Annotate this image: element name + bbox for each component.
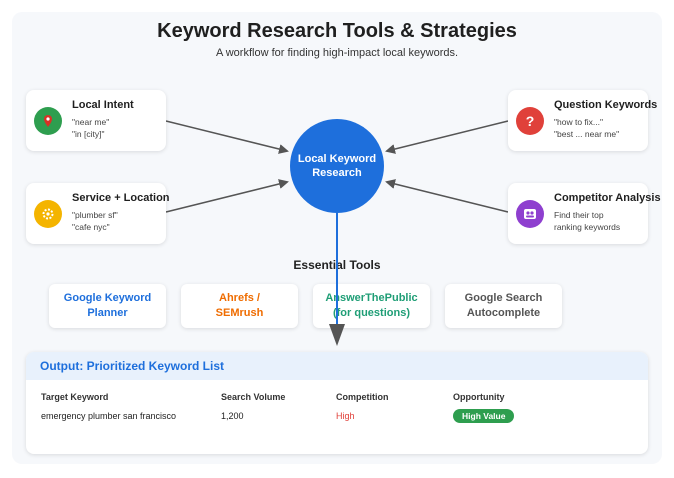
- users-icon: [516, 200, 544, 228]
- tool-label: Google Keyword: [63, 292, 152, 305]
- card-line: Find their top: [554, 210, 604, 220]
- column-header: Opportunity: [453, 392, 505, 402]
- tool-label: Autocomplete: [466, 307, 541, 319]
- tool-answerthepublic: AnswerThePublic (for questions): [313, 284, 430, 328]
- card-title: Service + Location: [72, 192, 170, 204]
- output-header: [26, 352, 648, 380]
- cell-keyword: emergency plumber san francisco: [41, 411, 177, 421]
- question-icon: ?: [516, 107, 544, 135]
- hub-circle: Local Keyword Research: [290, 119, 384, 213]
- output-panel: Output: Prioritized Keyword List Target …: [26, 352, 648, 454]
- card-service-location: Service + Location "plumber sf" "cafe ny…: [26, 183, 170, 244]
- card-title: Local Intent: [72, 99, 134, 111]
- hub-label: Local Keyword Research: [297, 152, 377, 179]
- card-local-intent: Local Intent "near me" "in [city]": [26, 90, 166, 151]
- column-header: Search Volume: [221, 392, 286, 402]
- card-line: "best ... near me": [554, 129, 620, 139]
- card-line: "plumber sf": [72, 210, 118, 220]
- tool-label: AnswerThePublic: [325, 292, 418, 305]
- card-title: Question Keywords: [554, 99, 658, 111]
- column-header: Target Keyword: [41, 392, 109, 402]
- tool-label: (for questions): [332, 307, 410, 319]
- tool-label: Planner: [87, 307, 128, 319]
- map-pin-icon: [34, 107, 62, 135]
- gear-icon: [34, 200, 62, 228]
- opportunity-badge: High Value: [453, 409, 515, 423]
- cell-volume: 1,200: [221, 411, 244, 421]
- cell-competition: High: [336, 411, 355, 421]
- tool-label: SEMrush: [215, 307, 264, 319]
- tools-heading: Essential Tools: [293, 258, 381, 272]
- tool-label: Ahrefs /: [219, 292, 260, 305]
- card-line: "cafe nyc": [72, 222, 110, 232]
- page-subtitle: A workflow for finding high-impact local…: [215, 47, 459, 59]
- column-header: Competition: [336, 392, 389, 402]
- card-competitor-analysis: Competitor Analysis Find their top ranki…: [508, 183, 661, 244]
- card-line: "in [city]": [72, 129, 105, 139]
- card-question-keywords: ? Question Keywords "how to fix..." "bes…: [508, 90, 657, 151]
- card-line: "how to fix...": [554, 117, 604, 127]
- tool-ahrefs-semrush: Ahrefs / SEMrush: [181, 284, 298, 328]
- output-title: Output: Prioritized Keyword List: [40, 359, 225, 373]
- card-line: "near me": [72, 117, 110, 127]
- tool-label: Google Search: [464, 292, 543, 305]
- card-title: Competitor Analysis: [554, 192, 661, 204]
- card-line: ranking keywords: [554, 222, 621, 232]
- page-title: Keyword Research Tools & Strategies: [157, 20, 517, 42]
